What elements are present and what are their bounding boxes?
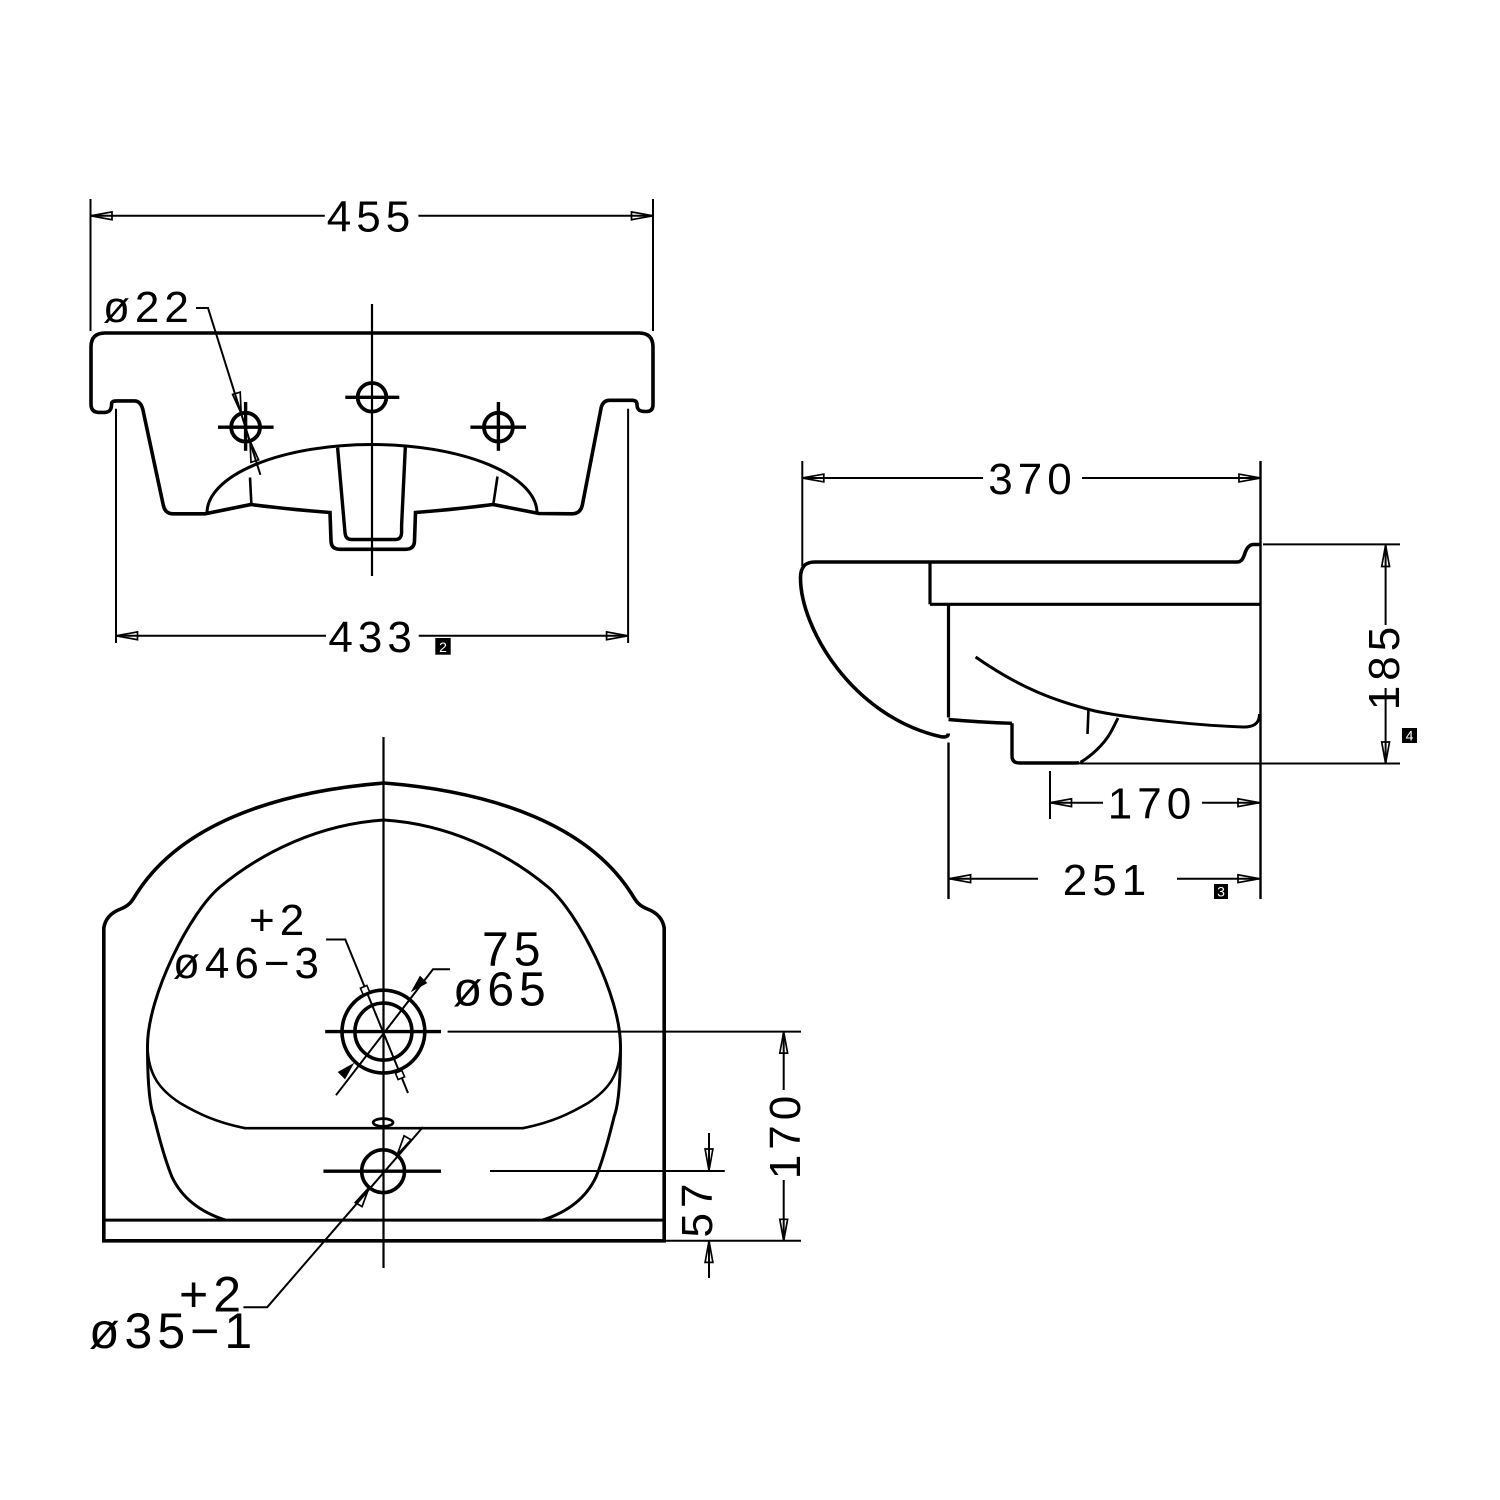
svg-text:+2: +2 (249, 896, 309, 945)
svg-text:251: 251 (1063, 856, 1151, 905)
svg-text:ø46−3: ø46−3 (173, 939, 324, 988)
svg-text:455: 455 (327, 193, 415, 242)
svg-text:3: 3 (1217, 884, 1225, 900)
svg-text:57: 57 (673, 1179, 722, 1238)
svg-text:433: 433 (328, 613, 416, 662)
svg-text:ø65: ø65 (453, 964, 551, 1017)
svg-text:370: 370 (988, 455, 1076, 504)
svg-text:170: 170 (761, 1091, 810, 1179)
svg-text:170: 170 (1108, 780, 1196, 829)
svg-text:4: 4 (1406, 728, 1414, 744)
svg-text:2: 2 (439, 639, 447, 655)
svg-text:75: 75 (482, 923, 545, 976)
svg-text:ø22: ø22 (103, 283, 194, 332)
svg-text:ø35−1: ø35−1 (89, 1303, 257, 1359)
svg-text:185: 185 (1360, 622, 1409, 710)
svg-text:+2: +2 (179, 1266, 246, 1322)
